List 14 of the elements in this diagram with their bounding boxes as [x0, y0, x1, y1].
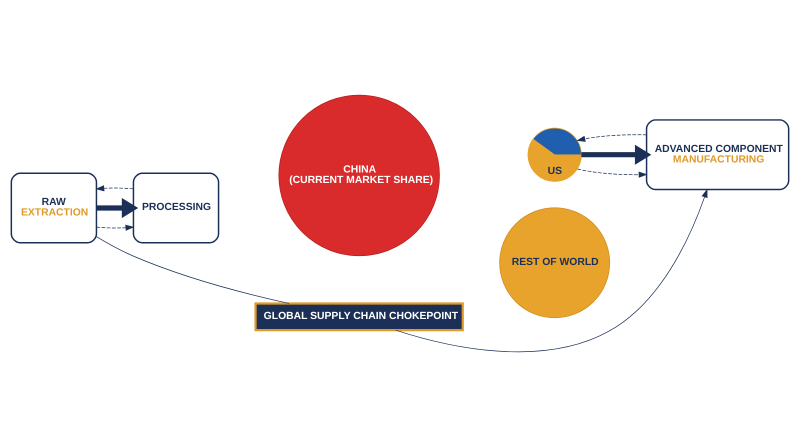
node-box: RAW EXTRACTION [10, 172, 98, 244]
node-box: GLOBAL SUPPLY CHAIN CHOKEPOINT [254, 302, 464, 332]
arrow [395, 188, 708, 352]
connector [96, 236, 290, 304]
arrow [577, 168, 648, 178]
node-circle: CHINA (CURRENT MARKET SHARE) [278, 94, 440, 256]
node-circle: REST OF WORLD [499, 207, 610, 318]
arrow [96, 224, 134, 231]
arrow [95, 185, 134, 192]
node-box: ADVANCED COMPONENT MANUFACTURING [646, 119, 790, 190]
arrow [581, 144, 652, 165]
arrow [576, 134, 647, 142]
arrow [96, 198, 138, 218]
node-box: PROCESSING [132, 172, 220, 244]
